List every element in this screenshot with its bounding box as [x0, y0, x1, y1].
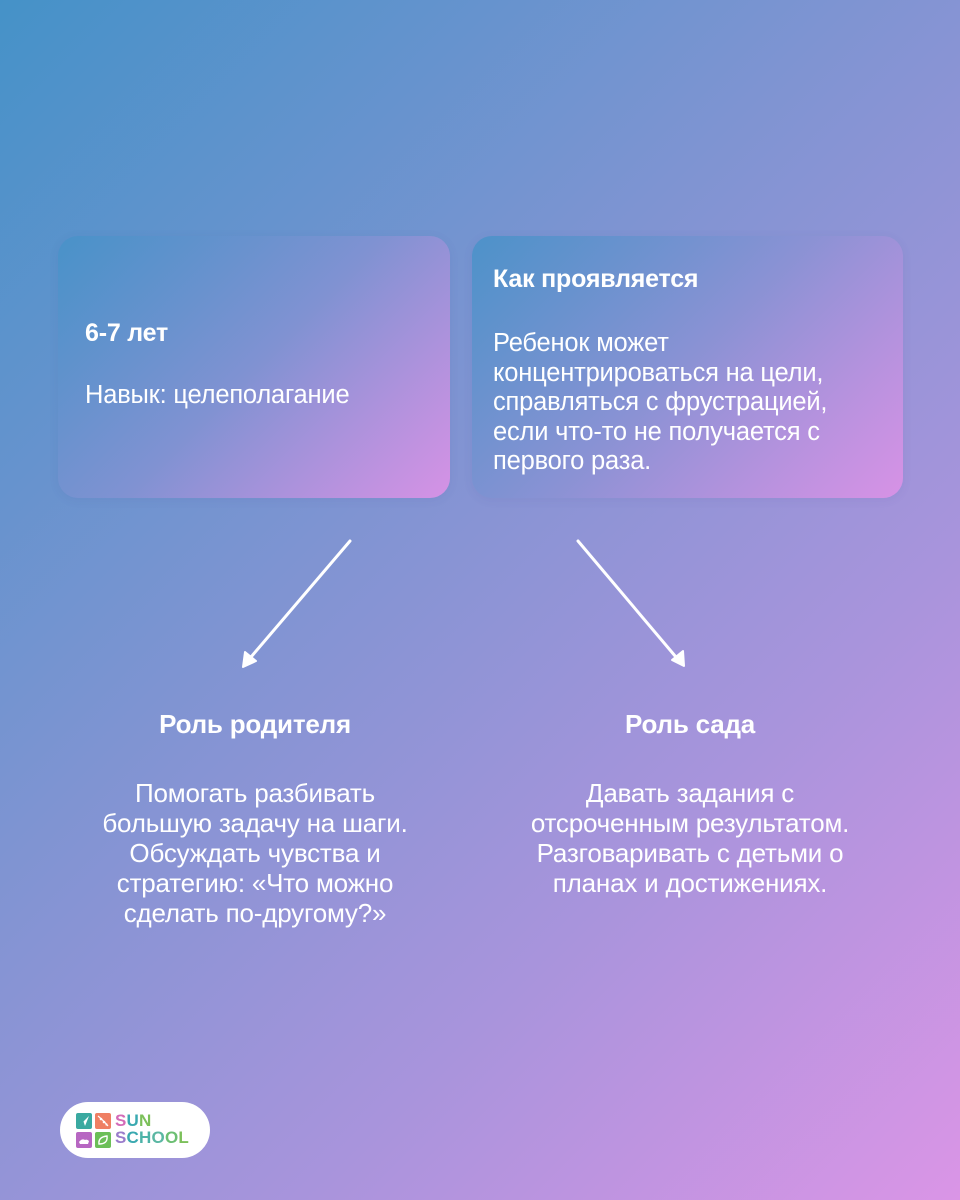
kindergarten-role-text: Давать задания с отсроченным результатом…	[530, 778, 850, 898]
logo-letter: O	[164, 1128, 179, 1147]
manifestation-text: Ребенок может концентрироваться на цели,…	[493, 329, 828, 475]
hand-icon	[76, 1131, 92, 1148]
logo-letter: O	[151, 1128, 165, 1147]
paper-plane-icon	[76, 1112, 92, 1129]
logo-tiles	[76, 1112, 111, 1148]
leaf-icon	[95, 1131, 111, 1148]
logo-letter: C	[126, 1128, 140, 1147]
age-title: 6-7 лет	[85, 319, 169, 347]
parent-role-title: Роль родителя	[159, 709, 351, 739]
logo-text-school: SCHOOL	[115, 1128, 189, 1147]
manifestation-title: Как проявляется	[493, 265, 699, 293]
skill-text: Навык: целеполагание	[85, 381, 350, 409]
logo-letter: N	[139, 1111, 152, 1130]
arrow-down-left-icon	[242, 539, 352, 668]
arrow-down-right-icon	[576, 539, 685, 667]
logo-wordmark: SUN SCHOOL	[115, 1111, 189, 1147]
logo-text-sun: SUN	[115, 1111, 189, 1130]
logo-letter: H	[139, 1128, 152, 1147]
logo-letter: S	[115, 1128, 127, 1147]
parent-role-text: Помогать разбивать большую задачу на шаг…	[102, 778, 408, 928]
kindergarten-role-section: Роль сада Давать задания с отсроченным р…	[480, 708, 900, 898]
age-card: 6-7 лет Навык: целеполагание	[58, 236, 450, 498]
branch-icon	[95, 1112, 111, 1129]
logo-letter: U	[126, 1111, 140, 1130]
manifestation-card: Как проявляется Ребенок может концентрир…	[472, 236, 903, 498]
kindergarten-role-title: Роль сада	[624, 709, 756, 739]
sun-school-logo: SUN SCHOOL	[60, 1102, 210, 1158]
logo-letter: S	[115, 1111, 127, 1130]
parent-role-section: Роль родителя Помогать разбивать большую…	[45, 708, 465, 928]
logo-letter: L	[178, 1128, 189, 1147]
